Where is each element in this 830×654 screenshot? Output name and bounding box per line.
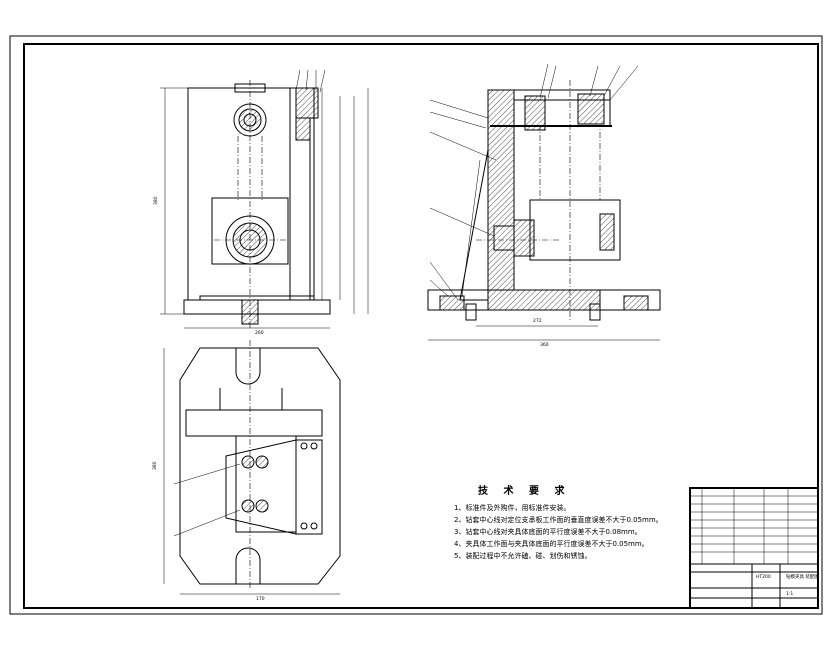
inner-border [23, 43, 819, 609]
dim-section-width: 360 [540, 342, 549, 348]
requirement-item-3: 3、钻套中心线对夹具体底面的平行度误差不大于0.08mm。 [454, 527, 642, 536]
technical-requirements: 技 术 要 求 1、标准件及外购件，用标准件安装。 2、钻套中心线对定位支承板工… [454, 484, 663, 560]
drawing-name: 钻模夹具 装配图 [786, 573, 819, 580]
front-view: 380 260 [153, 69, 369, 336]
requirement-item-5: 5、装配过程中不允许磕、碰、划伤和锈蚀。 [454, 551, 591, 560]
top-view: 380 170 [152, 340, 341, 602]
scale-label: 1:1 [786, 591, 793, 597]
section-view: 360 272 [427, 63, 661, 348]
dim-top-height: 380 [152, 461, 158, 470]
title-block: HT200 钻模夹具 装配图 1:1 [689, 487, 819, 609]
requirement-item-1: 1、标准件及外购件，用标准件安装。 [454, 503, 570, 512]
dim-front-width: 260 [255, 330, 264, 336]
dim-front-height: 380 [153, 196, 159, 205]
outer-border [9, 35, 823, 615]
requirements-title: 技 术 要 求 [478, 484, 570, 497]
dim-section-inner: 272 [533, 318, 542, 324]
dim-top-width: 170 [256, 596, 265, 602]
requirement-item-4: 4、夹具体工作面与夹具体底面的平行度误差不大于0.05mm。 [454, 539, 649, 548]
requirement-item-2: 2、钻套中心线对定位支承板工作面的垂直度误差不大于0.05mm。 [454, 515, 663, 524]
material-label: HT200 [756, 574, 771, 580]
